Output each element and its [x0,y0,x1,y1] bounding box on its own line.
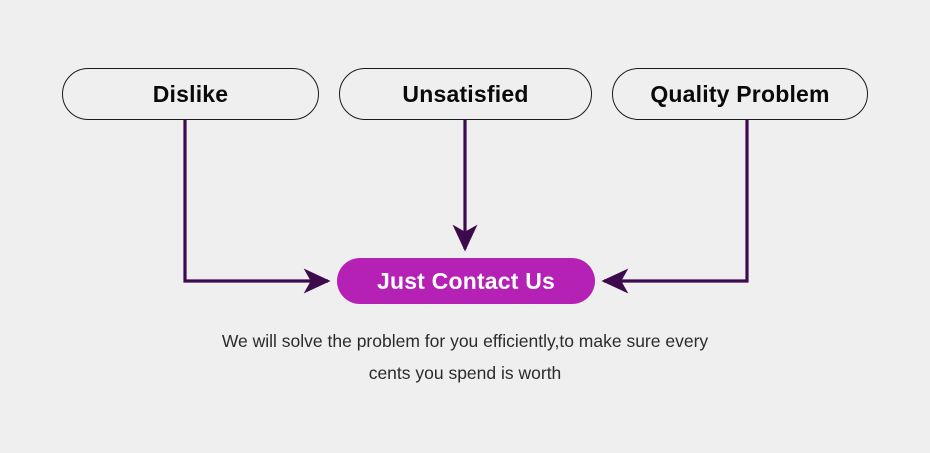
contact-us-button[interactable]: Just Contact Us [337,258,595,304]
reason-pill-dislike[interactable]: Dislike [62,68,319,120]
caption-line-2: cents you spend is worth [368,363,562,383]
reason-pill-quality-problem[interactable]: Quality Problem [612,68,868,120]
reason-pill-unsatisfied-label: Unsatisfied [402,80,529,107]
caption-text: We will solve the problem for you effici… [0,325,930,389]
contact-us-button-label: Just Contact Us [376,267,556,294]
reason-pill-quality-problem-label: Quality Problem [650,80,830,107]
caption-line-1: We will solve the problem for you effici… [221,331,709,351]
connector-dislike-to-cta [183,119,331,294]
connector-quality-to-cta [601,119,749,294]
reason-pill-dislike-label: Dislike [152,80,229,107]
reason-pill-unsatisfied[interactable]: Unsatisfied [339,68,592,120]
